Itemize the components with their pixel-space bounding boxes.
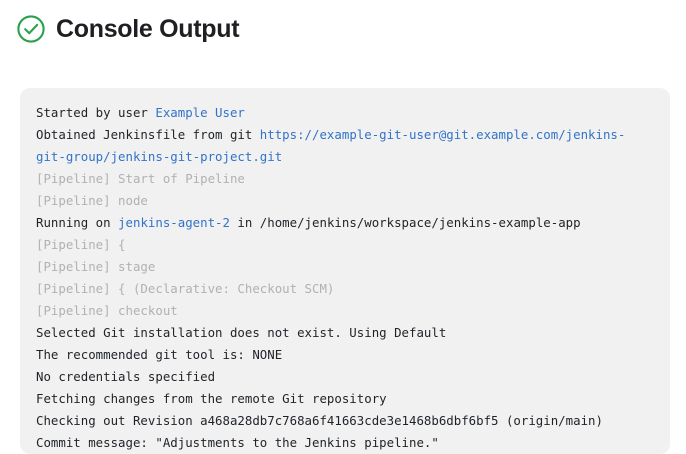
log-line-pipeline-open-brace: [Pipeline] { <box>36 234 654 256</box>
log-text: Running on <box>36 215 119 230</box>
log-line-fetching-changes: Fetching changes from the remote Git rep… <box>36 388 654 410</box>
log-link[interactable]: https://example-git-user@git.example.com… <box>36 127 626 164</box>
log-line-pipeline-checkout: [Pipeline] checkout <box>36 300 654 322</box>
log-text: Fetching changes from the remote Git rep… <box>36 391 387 406</box>
log-text: [Pipeline] { <box>36 237 126 252</box>
log-line-started-by-user: Started by user Example User <box>36 102 654 124</box>
log-text: [Pipeline] stage <box>36 259 156 274</box>
log-line-running-on-agent: Running on jenkins-agent-2 in /home/jenk… <box>36 212 654 234</box>
log-line-pipeline-start-of-pipeline: [Pipeline] Start of Pipeline <box>36 168 654 190</box>
log-line-commit-message: Commit message: "Adjustments to the Jenk… <box>36 432 654 454</box>
log-text: [Pipeline] node <box>36 193 148 208</box>
log-text: Started by user <box>36 105 156 120</box>
log-text: Obtained Jenkinsfile from git <box>36 127 260 142</box>
log-line-no-credentials: No credentials specified <box>36 366 654 388</box>
log-text: Commit message: "Adjustments to the Jenk… <box>36 435 439 450</box>
page-header: Console Output <box>0 0 686 44</box>
log-text: No credentials specified <box>36 369 216 384</box>
log-line-pipeline-declarative-checkout-scm: [Pipeline] { (Declarative: Checkout SCM) <box>36 278 654 300</box>
log-text: The recommended git tool is: NONE <box>36 347 283 362</box>
log-text: Selected Git installation does not exist… <box>36 325 447 340</box>
log-text: [Pipeline] Start of Pipeline <box>36 171 245 186</box>
log-link[interactable]: Example User <box>155 105 245 120</box>
log-text: Checking out Revision a468a28db7c768a6f4… <box>36 413 603 428</box>
page-title: Console Output <box>56 15 240 43</box>
check-circle-icon <box>16 14 46 44</box>
log-line-recommended-git-tool: The recommended git tool is: NONE <box>36 344 654 366</box>
log-line-selected-git-installation: Selected Git installation does not exist… <box>36 322 654 344</box>
log-line-pipeline-stage: [Pipeline] stage <box>36 256 654 278</box>
log-text: [Pipeline] checkout <box>36 303 178 318</box>
log-text: in /home/jenkins/workspace/jenkins-examp… <box>229 215 581 230</box>
log-line-pipeline-node: [Pipeline] node <box>36 190 654 212</box>
log-link[interactable]: jenkins-agent-2 <box>118 215 230 230</box>
log-line-obtained-jenkinsfile: Obtained Jenkinsfile from git https://ex… <box>36 124 654 168</box>
log-line-checking-out-revision: Checking out Revision a468a28db7c768a6f4… <box>36 410 654 432</box>
log-text: [Pipeline] { (Declarative: Checkout SCM) <box>36 281 335 296</box>
